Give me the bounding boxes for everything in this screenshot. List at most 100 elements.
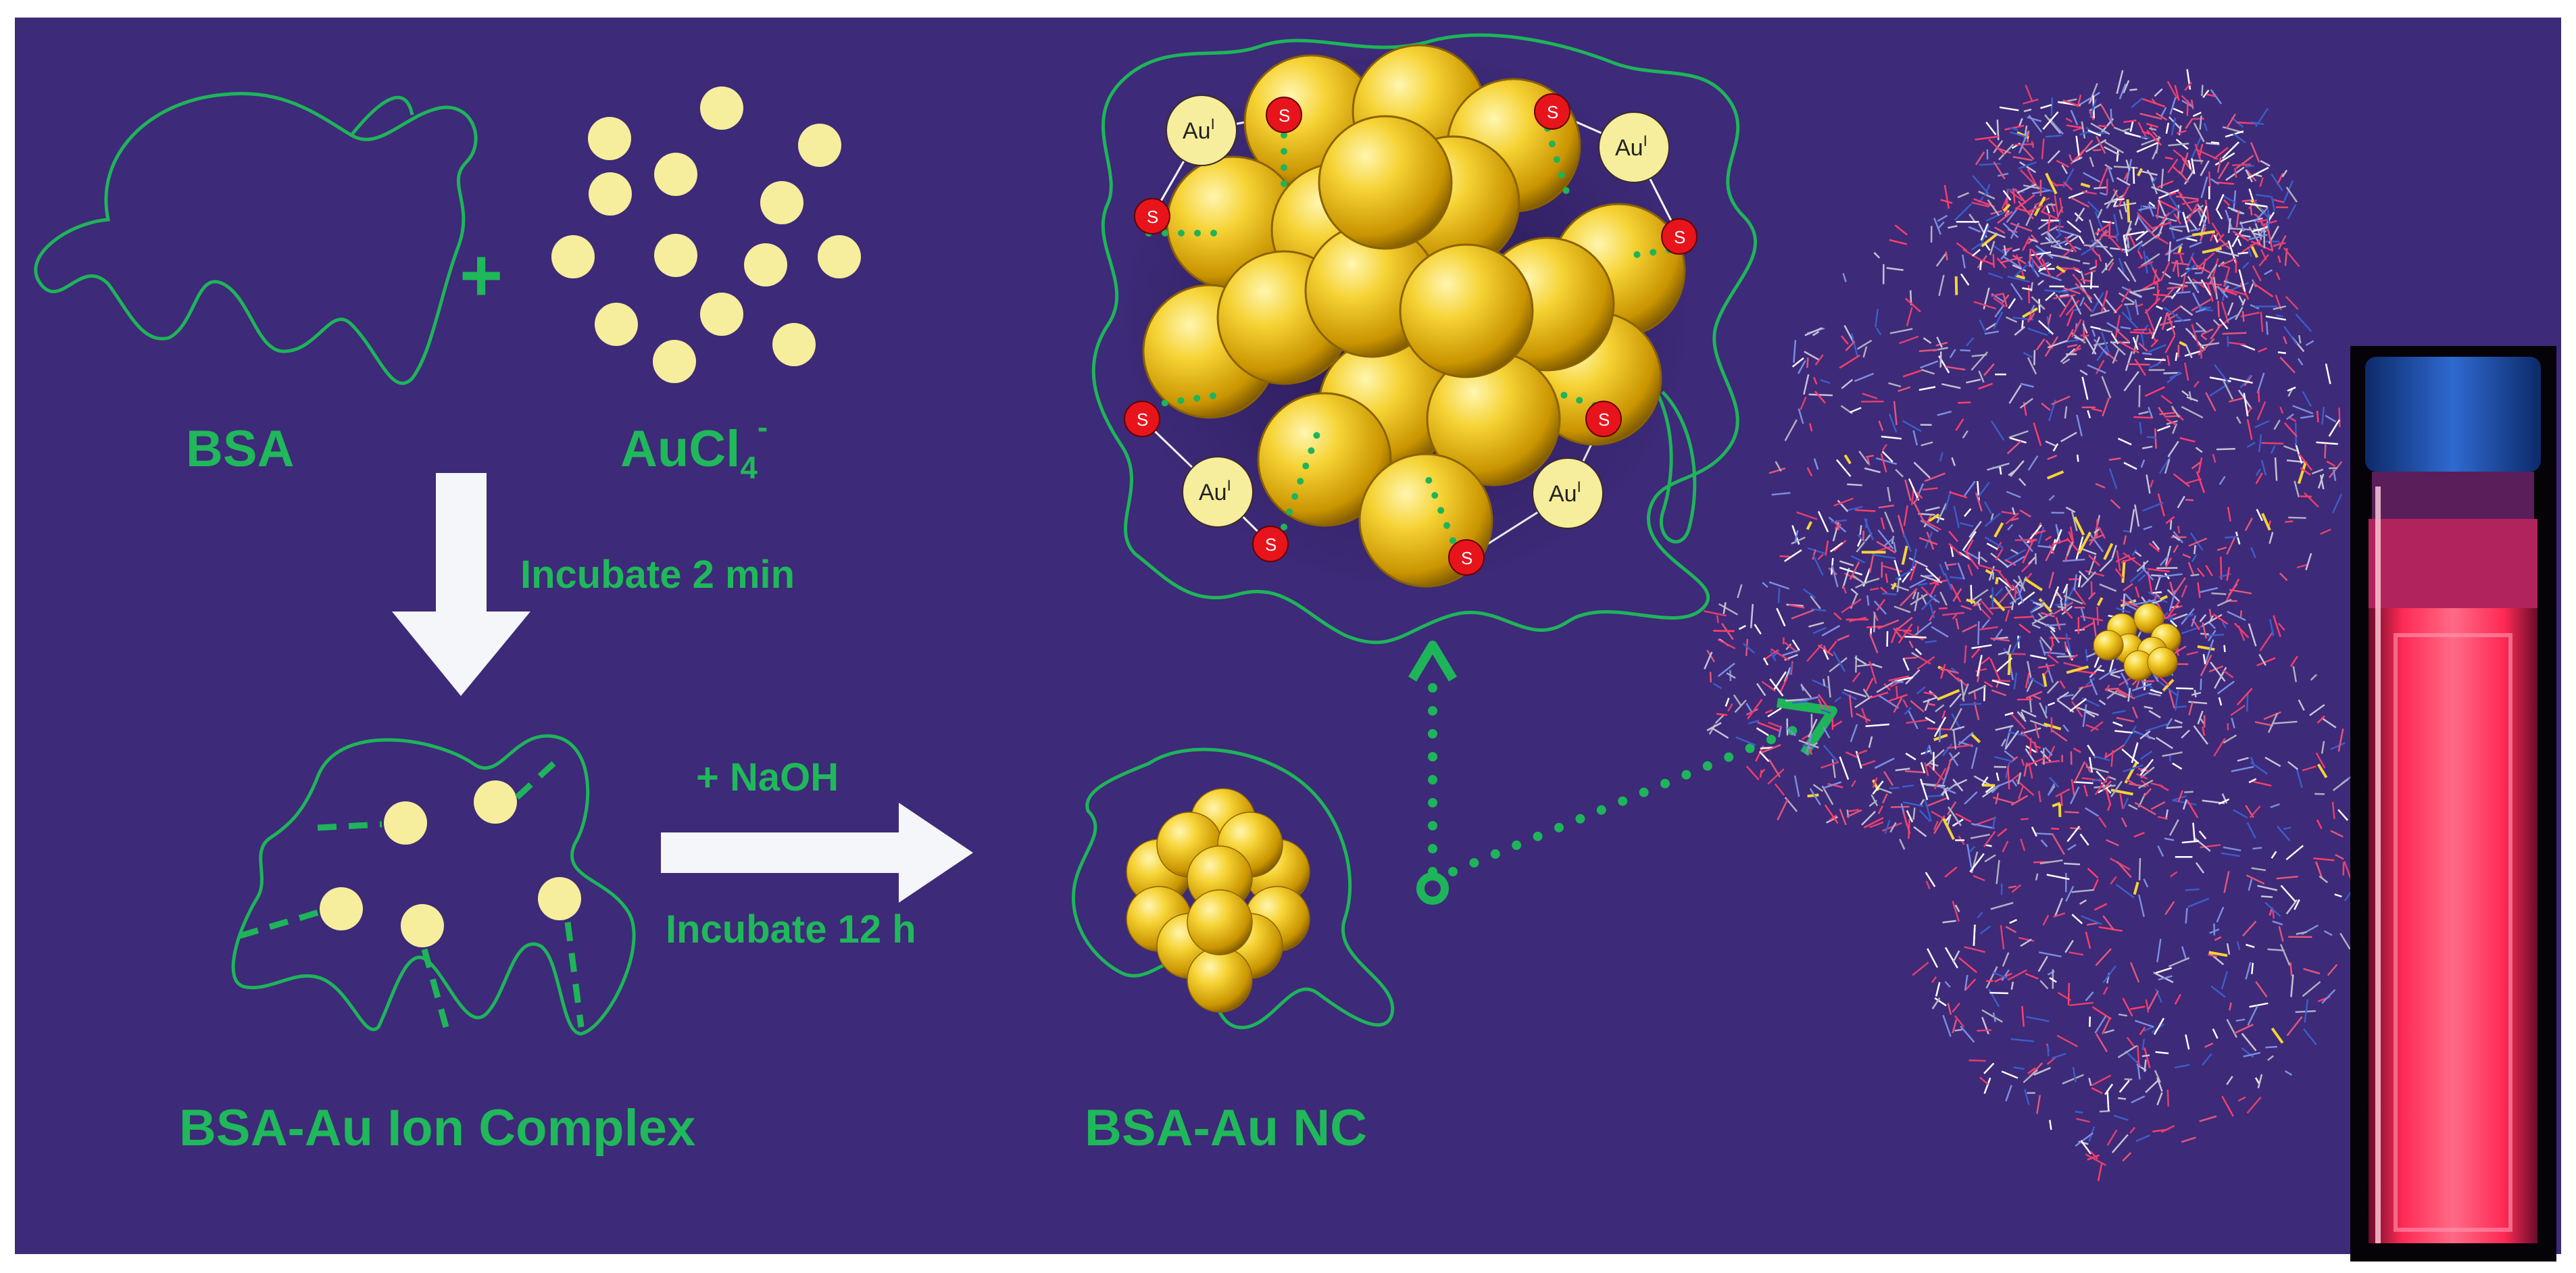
protein-bond [2023,351,2033,358]
protein-bond [1918,513,1935,516]
protein-bond [2089,533,2104,542]
protein-bond [2025,972,2039,980]
protein-bond [2134,358,2146,376]
protein-bond [2189,532,2204,551]
protein-bond [2251,962,2254,974]
protein-bond [1985,786,1993,793]
complex-bond [421,948,449,1028]
complex-label: BSA-Au Ion Complex [179,1099,695,1157]
protein-bond [2070,109,2079,126]
protein-bond [2332,469,2337,481]
protein-bond [2141,1054,2150,1057]
protein-bond [2006,491,2021,499]
protein-bond [2002,952,2010,967]
protein-bond [2223,280,2241,288]
protein-bond [1852,672,1861,682]
aucl4-ion [654,234,697,277]
protein-bond [1831,519,1847,523]
protein-bond [1887,693,1908,703]
protein-bond [2065,299,2080,316]
protein-bond [2273,242,2286,247]
protein-bond [2037,791,2041,803]
protein-bond [1925,567,1941,582]
protein-bond [1798,696,1819,703]
protein-bond [2327,964,2338,976]
protein-bond [2141,136,2161,146]
protein-bond [1938,607,1948,610]
protein-bond [2047,232,2063,249]
protein-bond [2009,126,2018,131]
protein-bond [1948,543,1962,557]
protein-bond [1966,843,1973,868]
protein-bond [2187,159,2192,170]
protein-bond [1998,650,2010,655]
protein-bond [1970,833,1990,839]
sulfur-atom: S [1448,539,1485,576]
protein-bond [1834,696,1841,703]
protein-bond [2269,619,2275,636]
protein-bond [2139,422,2142,434]
protein-bond [1950,576,1964,580]
protein-bond [1934,997,1947,1007]
protein-bond [2018,118,2023,127]
protein-bond [1863,817,1884,829]
protein-bond [2069,786,2080,805]
protein-bond [2092,618,2098,641]
protein-bond [1774,783,1785,796]
protein-bond [2052,529,2062,551]
protein-bond [1806,467,1813,477]
protein-bond [2033,1067,2051,1076]
au-i-atoms: AuI AuI AuI AuI [1166,95,1670,529]
protein-bond [1942,920,1956,924]
protein-bond [2127,236,2130,249]
protein-bond [2241,239,2261,253]
protein-bond [2027,455,2039,471]
protein-bond [2254,1077,2260,1084]
protein-bond [2063,595,2083,605]
protein-bond [1859,525,1862,535]
protein-bond [1984,330,2000,335]
protein-bond [2080,270,2086,284]
protein-bond [2251,867,2267,872]
protein-bond [2104,1083,2114,1095]
protein-bond [1717,639,1736,650]
protein-bond [2085,724,2099,731]
protein-bond [1733,694,1743,707]
protein-bond [2246,1096,2262,1114]
protein-bond [1825,541,1829,556]
protein-bond [2177,495,2185,509]
protein-bond [2066,826,2081,843]
protein-bond [2319,474,2325,490]
protein-bond [2091,1074,2112,1087]
protein-bond [2011,779,2018,787]
protein-bond [2222,195,2237,204]
protein-bond [2287,204,2297,220]
protein-bond [1975,151,1985,166]
protein-bond [1756,682,1766,697]
protein-bond [2067,844,2077,851]
protein-bond [2258,254,2269,267]
protein-bond [2085,991,2094,1001]
protein-bond [1794,530,1799,544]
protein-bond [1870,587,1879,591]
protein-bond [2177,245,2183,255]
protein-bond [1958,731,1974,746]
protein-bond [2252,780,2272,787]
protein-bond [1807,547,1826,555]
protein-bond [2057,206,2064,217]
protein-bond [2222,669,2234,678]
protein-bond [2078,235,2085,245]
protein-bond [2014,207,2034,214]
protein-bond [2071,511,2078,532]
protein-bond [2123,582,2133,592]
protein-bond [2249,1002,2269,1008]
protein-bond [1925,716,1936,724]
protein-bond [1759,768,1766,775]
protein-bond [2075,628,2085,632]
protein-bond [2129,331,2145,334]
protein-bond [2085,677,2096,686]
protein-bond [1886,631,1889,647]
protein-bond [1989,241,1996,255]
protein-bond [2287,386,2296,392]
protein-bond [1791,357,1804,368]
